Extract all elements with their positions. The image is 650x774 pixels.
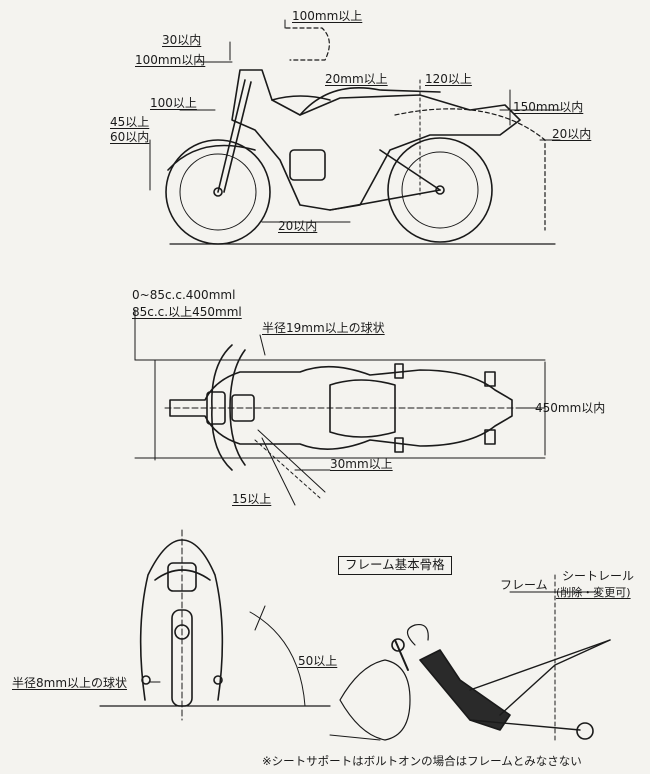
- label-120-up: 120以上: [425, 72, 472, 86]
- label-100mm-up-top: 100mm以上: [292, 9, 363, 23]
- rear-wheel: [387, 137, 493, 243]
- label-30mm-up: 30mm以上: [330, 457, 393, 471]
- footnote: ※シートサポートはボルトオンの場合はフレームとみなさない: [262, 754, 582, 768]
- label-100mm-within: 100mm以内: [135, 53, 206, 67]
- label-50-up: 50以上: [298, 654, 338, 668]
- label-width-85cc: 0~85c.c.400mml: [132, 288, 236, 302]
- frame-title: フレーム基本骨格: [338, 556, 452, 575]
- label-radius19: 半径19mm以上の球状: [262, 321, 385, 335]
- label-frame: フレーム: [500, 578, 548, 592]
- frame-skeleton: [329, 574, 611, 741]
- top-view-motorcycle: [134, 309, 546, 506]
- label-60-within: 60以内: [110, 130, 150, 144]
- label-150mm-within: 150mm以内: [513, 100, 584, 114]
- label-45-up: 45以上: [110, 115, 150, 129]
- label-seat-rail: シートレール: [562, 569, 635, 583]
- front-wheel: [165, 139, 271, 245]
- label-15-up: 15以上: [232, 492, 272, 506]
- label-100-up: 100以上: [150, 96, 197, 110]
- side-view-motorcycle: [149, 19, 561, 245]
- label-450mm-within: 450mm以内: [535, 401, 606, 415]
- label-seat-rail-note: (削除・変更可): [556, 586, 631, 599]
- label-radius8: 半径8mm以上の球状: [12, 676, 128, 690]
- label-width-over85: 85c.c.以上450mml: [132, 305, 242, 319]
- front-view-motorcycle: [99, 529, 331, 721]
- label-30-within: 30以内: [162, 33, 202, 47]
- label-20-within-right: 20以内: [552, 127, 592, 141]
- label-20mm-up: 20mm以上: [325, 72, 388, 86]
- label-20-within-bottom: 20以内: [278, 219, 318, 233]
